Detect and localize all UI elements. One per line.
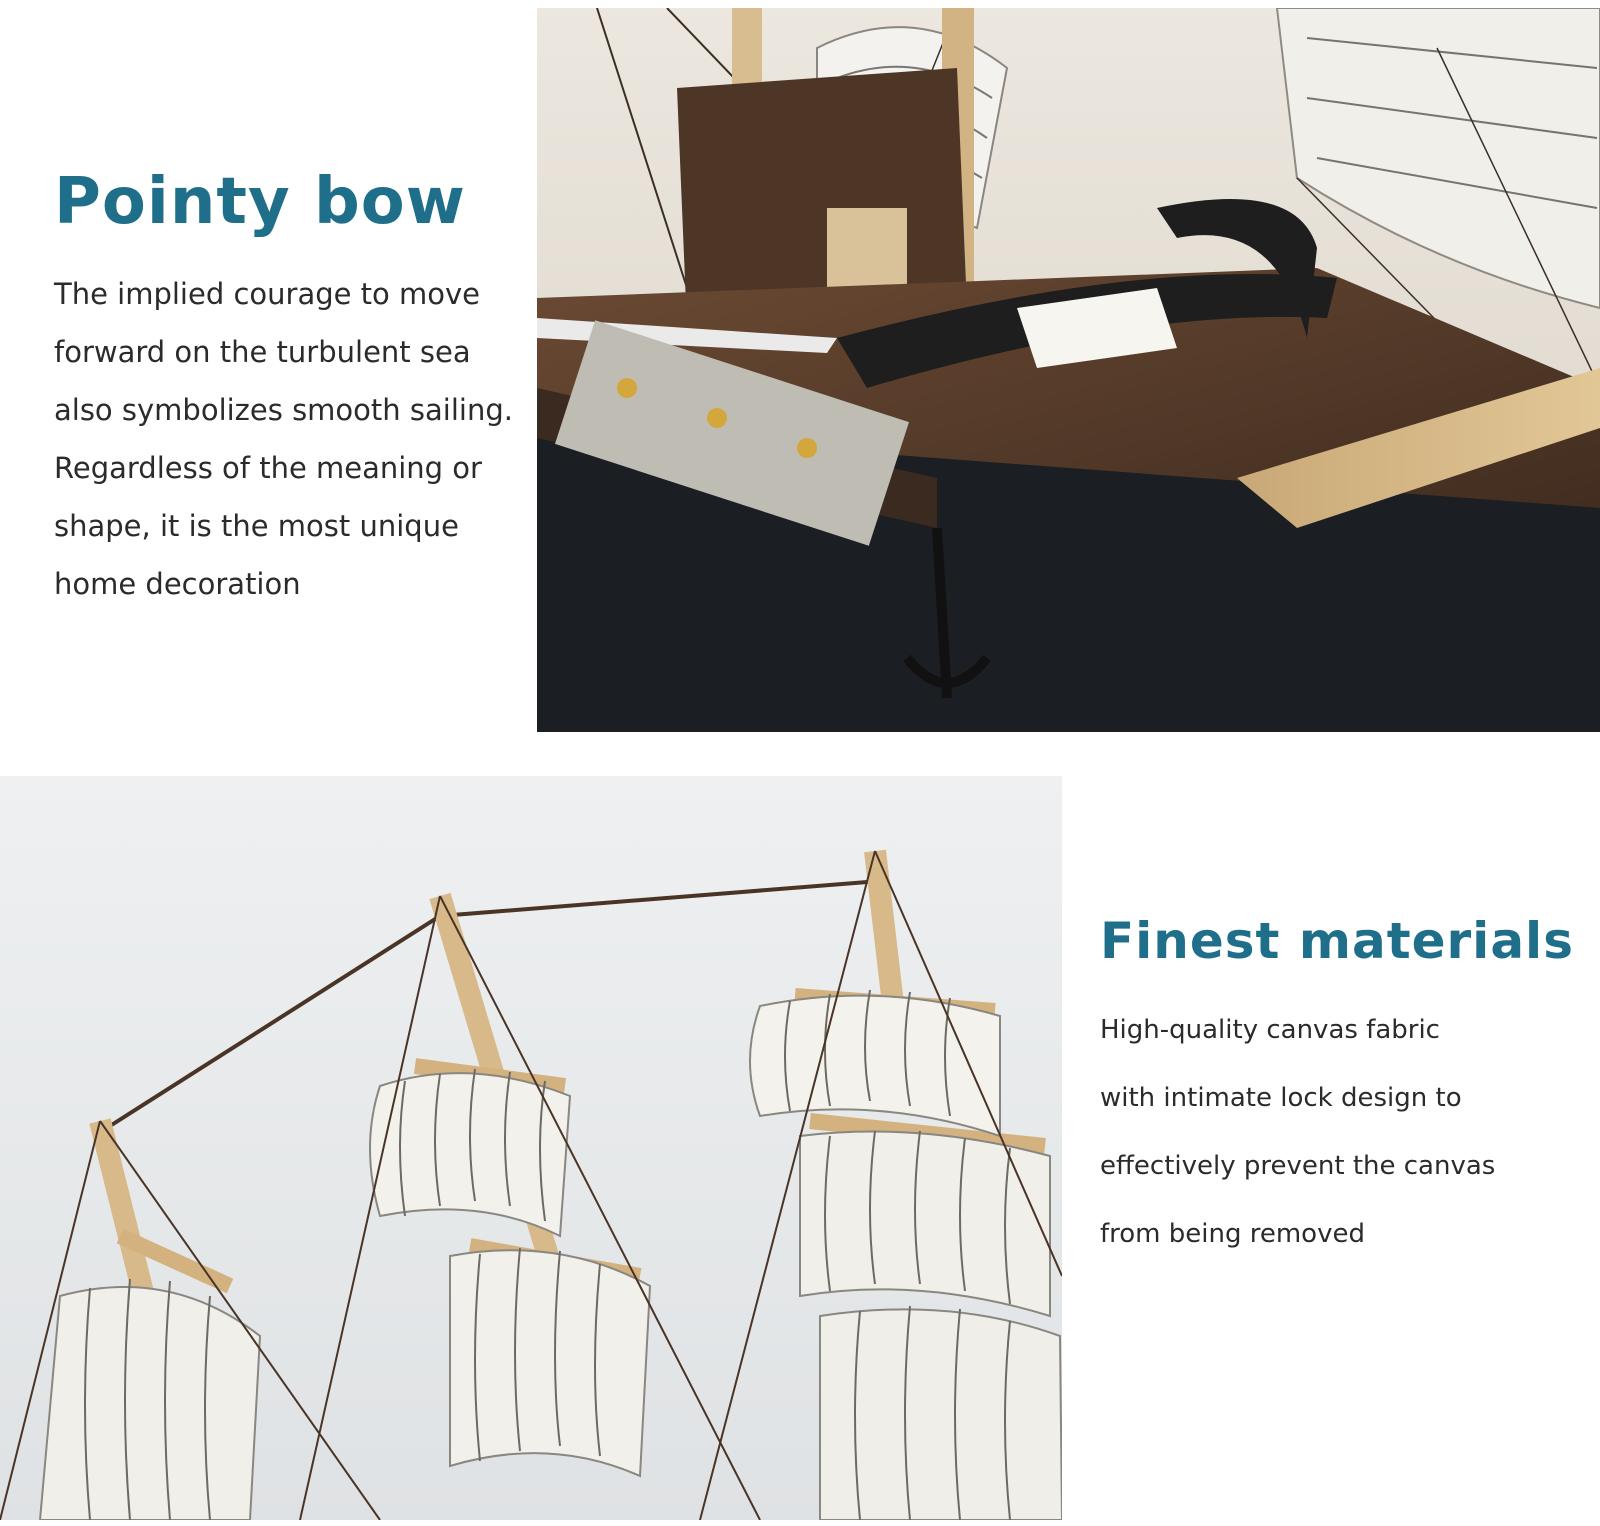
finest-materials-line-1: High-quality canvas fabric (1100, 1015, 1440, 1045)
pointy-bow-line-1: The implied courage to move (54, 277, 481, 311)
pointy-bow-description: The implied courage to move forward on t… (54, 265, 513, 613)
finest-materials-line-4: from being removed (1100, 1219, 1365, 1249)
finest-materials-heading: Finest materials (1100, 912, 1574, 970)
pointy-bow-line-4: Regardless of the meaning or (54, 451, 482, 485)
ship-sails-illustration (0, 776, 1062, 1520)
pointy-bow-line-6: home decoration (54, 567, 301, 601)
pointy-bow-heading: Pointy bow (54, 165, 466, 239)
pointy-bow-section: Pointy bow The implied courage to move f… (0, 0, 1600, 740)
ship-bow-illustration (537, 8, 1600, 732)
finest-materials-line-2: with intimate lock design to (1100, 1083, 1462, 1113)
finest-materials-line-3: effectively prevent the canvas (1100, 1151, 1496, 1181)
ship-sails-photo (0, 776, 1062, 1520)
finest-materials-section: Finest materials High-quality canvas fab… (0, 770, 1600, 1526)
ship-bow-photo (537, 8, 1600, 732)
finest-materials-description: High-quality canvas fabric with intimate… (1100, 996, 1495, 1268)
pointy-bow-line-2: forward on the turbulent sea (54, 335, 471, 369)
pointy-bow-line-3: also symbolizes smooth sailing. (54, 393, 513, 427)
pointy-bow-line-5: shape, it is the most unique (54, 509, 459, 543)
